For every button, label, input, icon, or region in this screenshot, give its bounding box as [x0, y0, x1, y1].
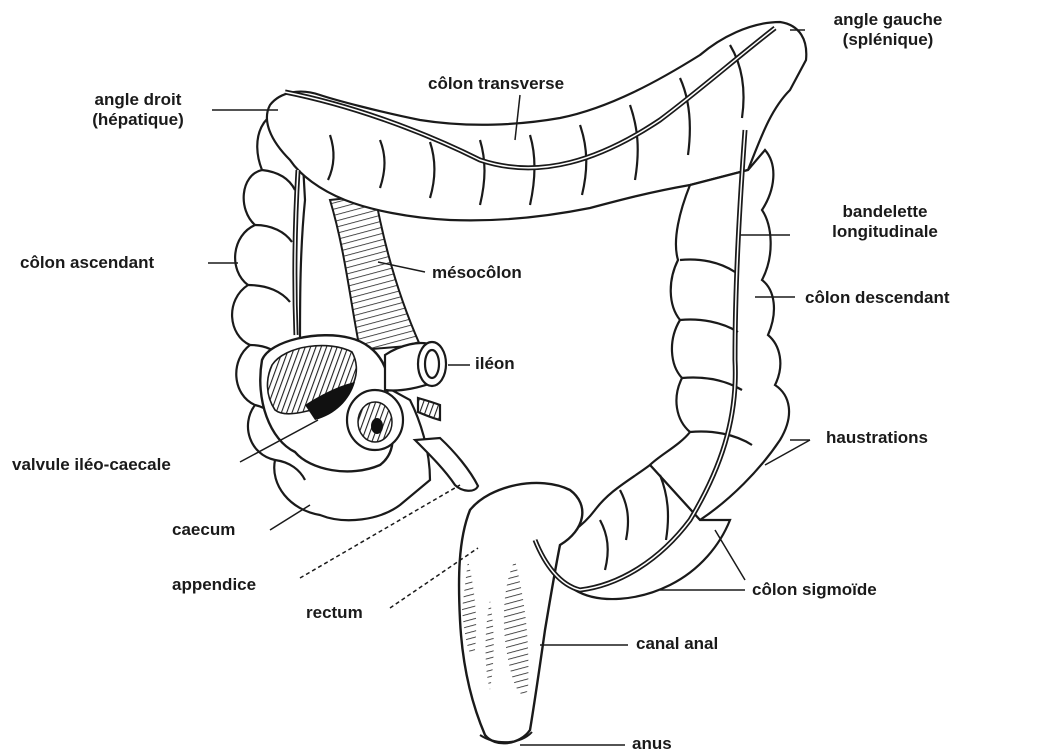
- label-bandelette: bandelette longitudinale: [800, 202, 970, 242]
- label-angle-droit: angle droit (hépatique): [68, 90, 208, 130]
- leader-caecum: [270, 505, 310, 530]
- label-colon-ascendant: côlon ascendant: [20, 253, 154, 273]
- label-angle-gauche-line1: angle gauche: [818, 10, 958, 30]
- label-haustrations: haustrations: [826, 428, 928, 448]
- label-appendice: appendice: [172, 575, 256, 595]
- label-valvule: valvule iléo-caecale: [12, 455, 171, 475]
- label-bandelette-line2: longitudinale: [800, 222, 970, 242]
- label-angle-gauche-line2: (splénique): [818, 30, 958, 50]
- label-canal-anal: canal anal: [636, 634, 718, 654]
- label-angle-droit-line2: (hépatique): [68, 110, 208, 130]
- label-caecum: caecum: [172, 520, 235, 540]
- label-angle-droit-line1: angle droit: [68, 90, 208, 110]
- label-ileon: iléon: [475, 354, 515, 374]
- label-colon-sigmoide: côlon sigmoïde: [752, 580, 877, 600]
- ileum: [385, 342, 446, 391]
- leader-colon-sigmoide-1: [715, 530, 745, 580]
- label-anus: anus: [632, 734, 672, 754]
- label-colon-transverse: côlon transverse: [428, 74, 564, 94]
- label-mesocolon: mésocôlon: [432, 263, 522, 283]
- mesocolon-fold: [330, 195, 420, 350]
- label-rectum: rectum: [306, 603, 363, 623]
- label-colon-descendant: côlon descendant: [805, 288, 950, 308]
- rectum-and-anal-canal: [459, 483, 582, 743]
- label-bandelette-line1: bandelette: [800, 202, 970, 222]
- label-angle-gauche: angle gauche (splénique): [818, 10, 958, 50]
